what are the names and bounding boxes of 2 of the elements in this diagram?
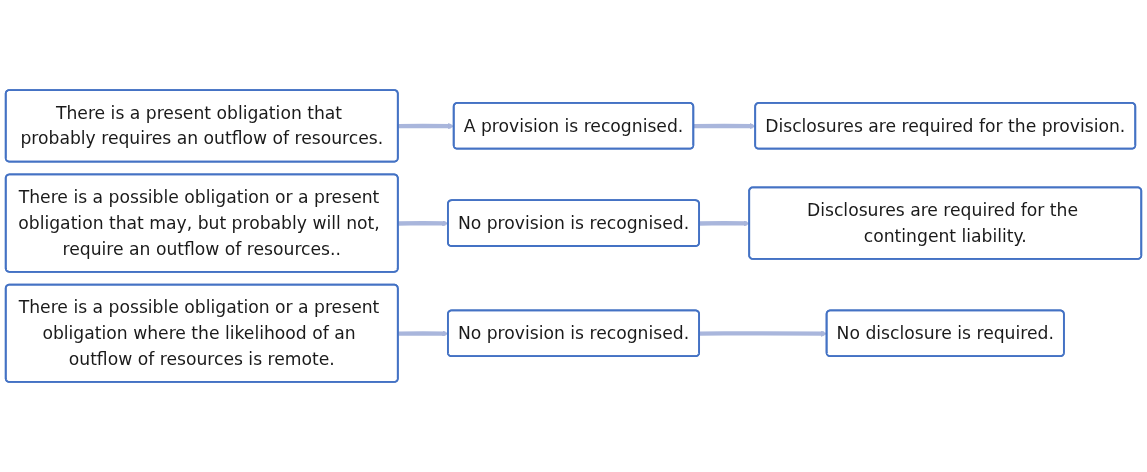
arrow <box>693 122 756 130</box>
arrow <box>699 220 750 227</box>
